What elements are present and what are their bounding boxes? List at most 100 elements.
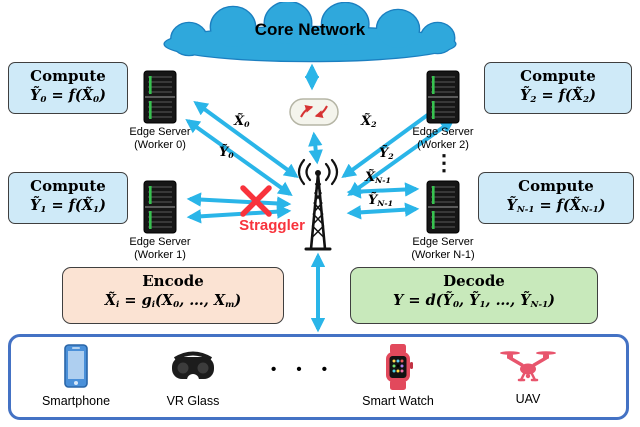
- formula-part: 2: [371, 119, 377, 129]
- formula-part: = f(X̃: [46, 197, 94, 214]
- arrow-label-y0: Ỹ0: [219, 145, 234, 160]
- formula-part: i: [151, 300, 156, 311]
- arrow-worker1-x: [186, 192, 292, 211]
- formula-part: 2: [388, 151, 394, 161]
- core-network-cloud: Core Network: [145, 0, 475, 66]
- compute-box-2: Compute Ỹ2 = f(X̃2): [484, 62, 632, 114]
- formula-part: 0: [228, 150, 234, 160]
- formula-part: m: [225, 300, 235, 311]
- worker-1-label-line2: (Worker 1): [134, 249, 186, 262]
- formula-part: (X: [155, 292, 174, 309]
- arrow-worker2-y: [347, 119, 455, 196]
- worker-N1-label-line1: Edge Server: [412, 236, 474, 248]
- arrow-label-x2: X̃2: [361, 114, 377, 129]
- arrow-label-y2: Ỹ2: [379, 146, 394, 161]
- worker-2-label: Edge Server (Worker 2): [398, 126, 488, 152]
- router: [288, 90, 340, 132]
- formula-part: X̃: [365, 170, 376, 185]
- formula-part: 0: [40, 95, 47, 106]
- devices-ellipsis: • • •: [270, 361, 336, 378]
- arrow-worker0-y: [185, 119, 293, 196]
- formula-part: 1: [40, 205, 47, 216]
- compute-title: Compute: [518, 177, 594, 195]
- worker-2-label-line2: (Worker 2): [417, 139, 469, 152]
- arrow-router-basestation: [308, 131, 323, 165]
- formula-part: 1: [93, 205, 100, 216]
- worker-1-label-line1: Edge Server: [129, 236, 191, 248]
- formula-part: Ỹ: [506, 197, 517, 214]
- worker-0-label: Edge Server (Worker 0): [115, 126, 205, 152]
- formula-part: Ỹ: [30, 197, 41, 214]
- formula-part: ): [598, 197, 606, 214]
- server-icon: [143, 180, 177, 234]
- decode-title: Decode: [443, 272, 505, 290]
- device-uav: UAV: [479, 345, 577, 406]
- worker-0-server: [141, 70, 179, 129]
- smartphone-icon: [64, 344, 88, 388]
- worker-2-label-line1: Edge Server: [412, 126, 474, 138]
- uav-icon: [500, 351, 556, 382]
- formula-part: , …, X: [179, 292, 226, 309]
- vertical-ellipsis: ⋮: [433, 150, 455, 175]
- arrow-label-x0: X̃0: [234, 114, 250, 129]
- formula-part: Ỹ: [219, 145, 229, 160]
- arrow-label-xN1: X̃N-1: [365, 170, 391, 185]
- formula-part: X̃: [104, 292, 117, 309]
- worker-N1-server: [424, 180, 462, 239]
- formula-part: = f(X̃: [534, 197, 582, 214]
- device-smart-watch: Smart Watch: [356, 343, 440, 408]
- formula-part: = f(X̃: [46, 87, 94, 104]
- formula-part: , …, Ỹ: [485, 292, 531, 309]
- formula-part: = f(X̃: [536, 87, 584, 104]
- compute-box-0: Compute Ỹ0 = f(X̃0): [8, 62, 128, 114]
- formula-part: 0: [173, 300, 180, 311]
- server-icon: [143, 70, 177, 124]
- straggler-cross-icon: [240, 185, 272, 217]
- compute-box-N1: Compute ỸN-1 = f(X̃N-1): [478, 172, 634, 224]
- arrow-workerN1-x: [346, 182, 420, 199]
- formula-part: 0: [93, 95, 100, 106]
- base-station-icon: [297, 158, 339, 251]
- compute-formula: Ỹ1 = f(X̃1): [9, 197, 127, 215]
- worker-0-label-line2: (Worker 0): [134, 139, 186, 152]
- formula-part: N-1: [375, 175, 391, 185]
- formula-part: ): [234, 292, 242, 309]
- compute-formula: ỸN-1 = f(X̃N-1): [479, 197, 633, 215]
- compute-formula: Ỹ2 = f(X̃2): [485, 87, 631, 105]
- formula-part: 2: [583, 95, 590, 106]
- device-label: UAV: [515, 392, 541, 406]
- formula-part: ): [99, 87, 106, 104]
- formula-part: N-1: [516, 205, 535, 216]
- device-panel: Smartphone VR Glass • • •: [8, 334, 629, 420]
- smart-watch-icon: [386, 344, 413, 390]
- device-label: VR Glass: [166, 394, 220, 408]
- core-network-label: Core Network: [254, 20, 366, 39]
- base-station: [282, 158, 354, 253]
- formula-part: X̃: [361, 114, 372, 129]
- formula-part: X̃: [234, 114, 245, 129]
- formula-part: N-1: [581, 205, 599, 216]
- decode-box: Decode Y = d(Ỹ0, Ỹ1, …, ỸN-1): [350, 267, 598, 324]
- worker-2-server: [424, 70, 462, 129]
- worker-N1-label-line2: (Worker N-1): [411, 249, 475, 262]
- device-label: Smartphone: [41, 394, 111, 408]
- straggler-label: Straggler: [239, 217, 305, 234]
- device-smartphone: Smartphone: [39, 343, 113, 408]
- encode-title: Encode: [142, 272, 204, 290]
- device-vr-glass: VR Glass: [151, 343, 235, 408]
- encode-box: Encode X̃i = gi(X0, …, Xm): [62, 267, 284, 324]
- arrow-label-yN1: ỸN-1: [368, 193, 393, 208]
- worker-1-server: [141, 180, 179, 239]
- compute-title: Compute: [30, 67, 106, 85]
- server-icon: [426, 70, 460, 124]
- router-icon: [289, 98, 339, 126]
- worker-N1-label: Edge Server (Worker N-1): [398, 236, 488, 262]
- formula-part: 0: [452, 300, 459, 311]
- formula-part: ): [99, 197, 106, 214]
- formula-part: Y = d(Ỹ: [392, 292, 453, 309]
- formula-part: = g: [119, 292, 152, 309]
- vr-glass-icon: [172, 351, 214, 386]
- formula-part: 0: [244, 119, 250, 129]
- compute-formula: Ỹ0 = f(X̃0): [9, 87, 127, 105]
